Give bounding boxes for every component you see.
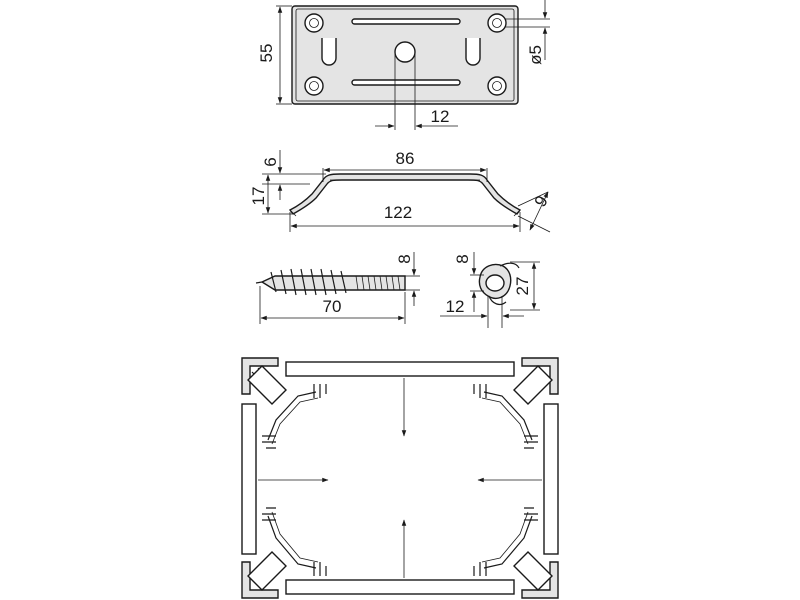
wing-nut bbox=[478, 262, 520, 306]
wire-bracket-top-right bbox=[473, 384, 538, 449]
label-screw-thread: 8 bbox=[395, 254, 414, 263]
dimension-hole-diameter: ø5 bbox=[505, 0, 550, 65]
bracket-side-view bbox=[288, 173, 522, 217]
label-center-hole: 12 bbox=[431, 107, 450, 126]
corner-piece-bottom-left bbox=[241, 551, 287, 599]
bar-right bbox=[543, 403, 559, 555]
label-hole-diameter: ø5 bbox=[526, 45, 545, 65]
bar-bottom bbox=[285, 579, 515, 595]
dimension-center-hole: 12 bbox=[375, 52, 458, 130]
label-bracket-height-total: 17 bbox=[249, 187, 268, 206]
label-nut-width: 12 bbox=[446, 297, 465, 316]
dimension-nut-height: 27 bbox=[510, 261, 540, 311]
dimension-bracket-end: 9 bbox=[517, 191, 552, 233]
assembly-plan-view bbox=[241, 357, 559, 599]
hanger-screw bbox=[255, 268, 406, 296]
label-plate-height: 55 bbox=[257, 44, 276, 63]
label-bracket-height-small: 6 bbox=[261, 157, 280, 166]
bar-left bbox=[241, 403, 257, 555]
corner-piece-bottom-right bbox=[513, 551, 559, 599]
dimension-bracket-length: 122 bbox=[289, 203, 521, 232]
label-bracket-length: 122 bbox=[384, 203, 412, 222]
dimension-bracket-heights: 6 17 bbox=[249, 150, 326, 215]
label-screw-length: 70 bbox=[323, 297, 342, 316]
dimension-plate-height: 55 bbox=[257, 5, 292, 105]
dimension-nut-width: 12 bbox=[440, 296, 524, 328]
bar-top bbox=[285, 361, 515, 377]
dimension-screw-thread: 8 bbox=[395, 252, 420, 306]
label-nut-thread: 8 bbox=[453, 254, 472, 263]
corner-piece-top-left bbox=[241, 357, 287, 405]
wire-bracket-bottom-left bbox=[262, 507, 327, 576]
label-nut-height: 27 bbox=[513, 277, 532, 296]
dimension-screw-length: 70 bbox=[259, 286, 406, 324]
corner-piece-top-right bbox=[513, 357, 559, 405]
dimension-nut-thread: 8 bbox=[453, 252, 484, 312]
mounting-plate-top-view bbox=[291, 5, 519, 105]
dimension-bracket-top: 86 bbox=[322, 149, 488, 182]
wire-bracket-top-left bbox=[262, 384, 327, 449]
label-bracket-top: 86 bbox=[396, 149, 415, 168]
wire-bracket-bottom-right bbox=[473, 507, 538, 576]
